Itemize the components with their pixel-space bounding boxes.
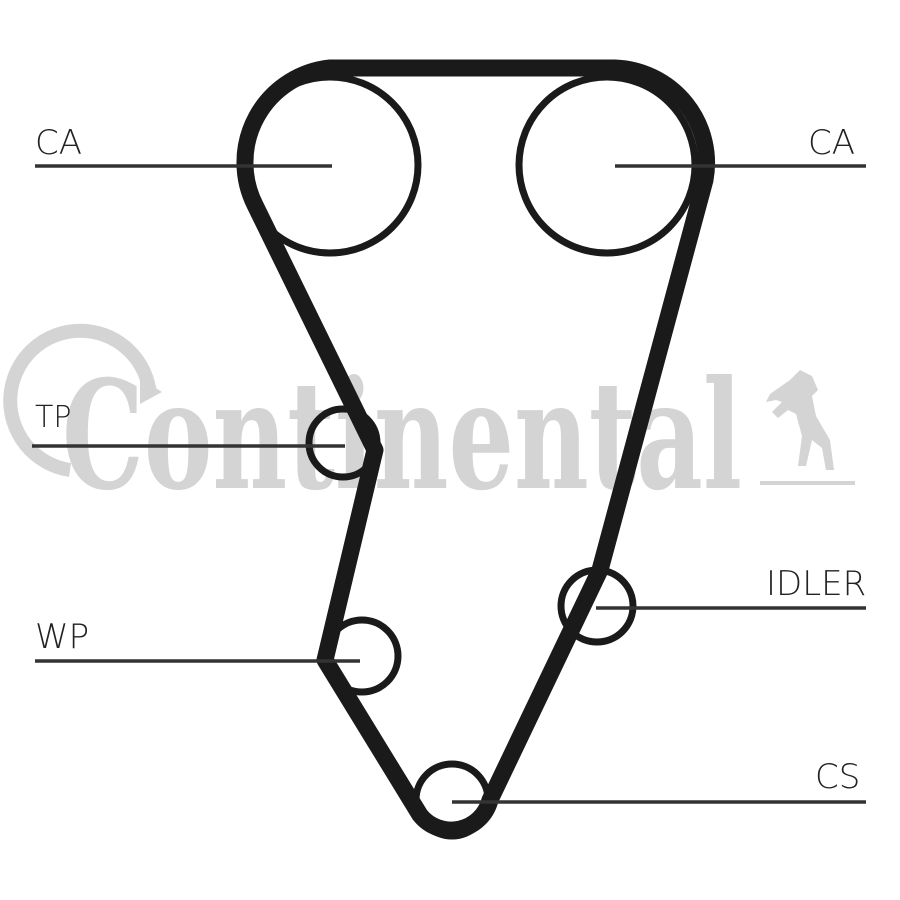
- wp-pulley: [322, 616, 402, 696]
- rearing-horse-icon: [766, 370, 834, 470]
- idler-label: IDLER: [766, 564, 867, 604]
- tp-pulley: [305, 405, 381, 481]
- cs-label: CS: [815, 757, 861, 797]
- cs-pulley: [412, 760, 492, 840]
- idler-pulley: [557, 566, 637, 646]
- wp-label: WP: [35, 617, 90, 657]
- ca-left-label: CA: [35, 123, 82, 163]
- continental-watermark: Continental: [3, 323, 855, 524]
- ca-right-label: CA: [808, 123, 855, 163]
- tp-label: TP: [35, 400, 72, 435]
